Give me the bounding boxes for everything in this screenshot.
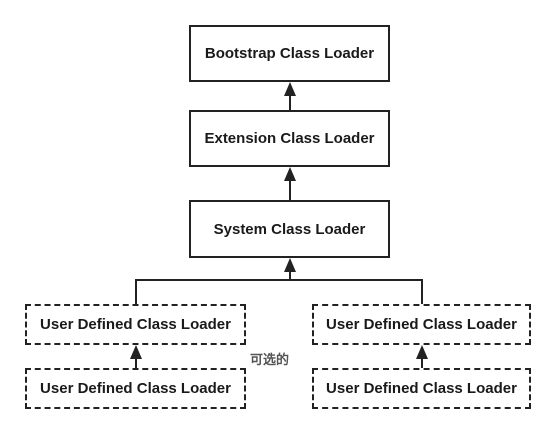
bootstrap-class-loader-label: Bootstrap Class Loader bbox=[204, 45, 375, 62]
arrowhead-left-user bbox=[130, 345, 142, 359]
branch-user-loaders-to-system bbox=[135, 279, 423, 304]
user-defined-loader-label: User Defined Class Loader bbox=[40, 316, 231, 333]
user-defined-loader-label: User Defined Class Loader bbox=[326, 380, 517, 397]
user-defined-loader-right-top: User Defined Class Loader bbox=[312, 304, 531, 345]
bootstrap-class-loader-box: Bootstrap Class Loader bbox=[189, 25, 390, 82]
arrowhead-bootstrap bbox=[284, 82, 296, 96]
arrowhead-right-user bbox=[416, 345, 428, 359]
system-class-loader-box: System Class Loader bbox=[189, 200, 390, 258]
arrowhead-system bbox=[284, 258, 296, 272]
user-defined-loader-left-top: User Defined Class Loader bbox=[25, 304, 246, 345]
user-defined-loader-label: User Defined Class Loader bbox=[40, 380, 231, 397]
user-defined-loader-label: User Defined Class Loader bbox=[326, 316, 517, 333]
system-class-loader-label: System Class Loader bbox=[213, 220, 366, 238]
user-defined-loader-right-bottom: User Defined Class Loader bbox=[312, 368, 531, 409]
extension-class-loader-label: Extension Class Loader bbox=[204, 130, 375, 147]
extension-class-loader-box: Extension Class Loader bbox=[189, 110, 390, 167]
user-defined-loader-left-bottom: User Defined Class Loader bbox=[25, 368, 246, 409]
optional-note: 可选的 bbox=[250, 353, 290, 368]
arrowhead-extension bbox=[284, 167, 296, 181]
